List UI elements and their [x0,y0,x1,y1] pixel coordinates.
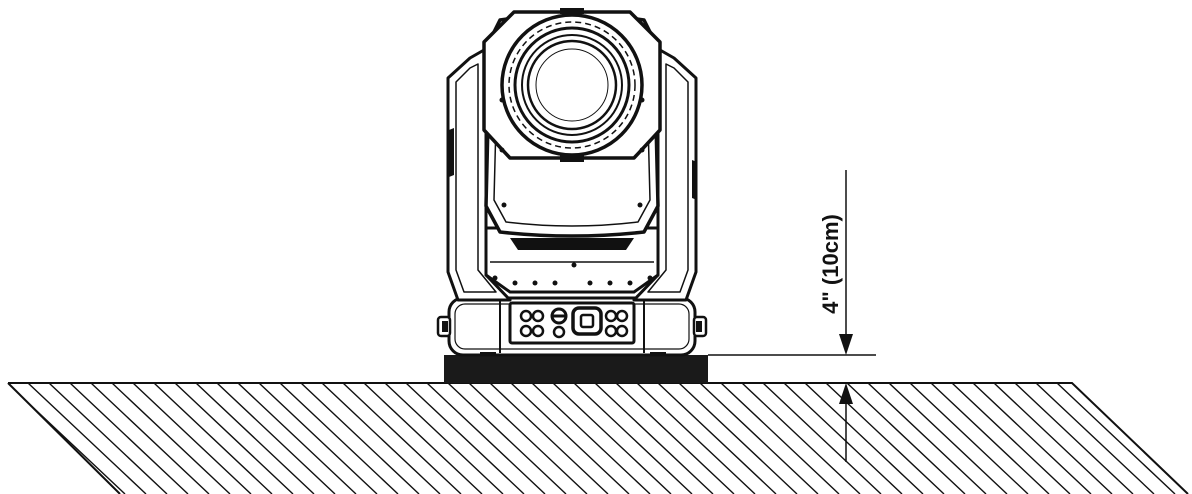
floor-hatch-line [531,383,651,494]
floor-hatch-line [699,383,819,494]
floor-hatch-line [762,383,882,494]
floor-hatch-line [804,383,924,494]
floor-hatch-line [321,383,441,494]
floor-hatch-line [279,383,399,494]
floor-hatch-line [447,383,567,494]
floor-hatch-line [8,383,42,494]
floor-hatch-line [867,383,987,494]
dimension-label: 4" (10cm) [818,214,843,314]
floor-hatch-line [8,383,63,494]
hatched-floor [7,382,1189,494]
floor-hatch-line [8,383,84,494]
floor-hatch-line [384,383,504,494]
dimension-arrow-down [839,334,853,355]
floor-hatch-line [90,383,210,494]
floor-hatch-line [216,383,336,494]
floor-hatch-line [174,383,294,494]
floor-hatch-line [636,383,756,494]
control-panel [508,301,636,345]
lens-assembly [482,8,662,162]
floor-hatch-line [111,383,231,494]
floor-hatch-line [153,383,273,494]
floor-hatch-line [930,383,1050,494]
floor-hatch-line [720,383,840,494]
floor-hatch-line [594,383,714,494]
floor-hatch-line [573,383,693,494]
floor-hatch-line [405,383,525,494]
floor-hatch-line [27,383,147,494]
floor-hatch-line [1014,383,1134,494]
floor-hatch-line [300,383,420,494]
floor-hatch-line [195,383,315,494]
floor-hatch-line [741,383,861,494]
floor-hatch-line [1098,383,1188,494]
spacer-block [444,355,708,383]
floor-hatch-line [846,383,966,494]
floor-hatch-line [783,383,903,494]
floor-hatch-line [342,383,462,494]
rivets [492,97,653,286]
floor-hatch-line [1161,383,1188,494]
floor-hatch-line [888,383,1008,494]
floor-hatch-line [657,383,777,494]
floor-hatch-line [993,383,1113,494]
floor-hatch-line [258,383,378,494]
floor-hatch-line [552,383,672,494]
floor-hatch-line [132,383,252,494]
floor-hatch-line [909,383,1029,494]
floor-hatch-line [69,383,189,494]
floor-hatch-line [363,383,483,494]
floor-hatch-line [489,383,609,494]
floor-hatch-line [1182,383,1188,494]
floor-hatch-line [1056,383,1176,494]
floor-hatch-line [1140,383,1188,494]
floor-hatch-line [48,383,168,494]
dimension-arrow-up [839,383,853,404]
floor-hatch-line [678,383,798,494]
moving-head-light [436,8,708,357]
clearance-dimension: 4" (10cm) [708,170,876,462]
floor-hatch-line [615,383,735,494]
floor-hatch-line [1035,383,1155,494]
floor-hatch-line [972,383,1092,494]
floor-hatch-line [237,383,357,494]
floor-hatch-line [951,383,1071,494]
floor-hatch-line [8,383,21,494]
floor-hatch-line [510,383,630,494]
floor-hatch-line [426,383,546,494]
floor-hatch-line [468,383,588,494]
